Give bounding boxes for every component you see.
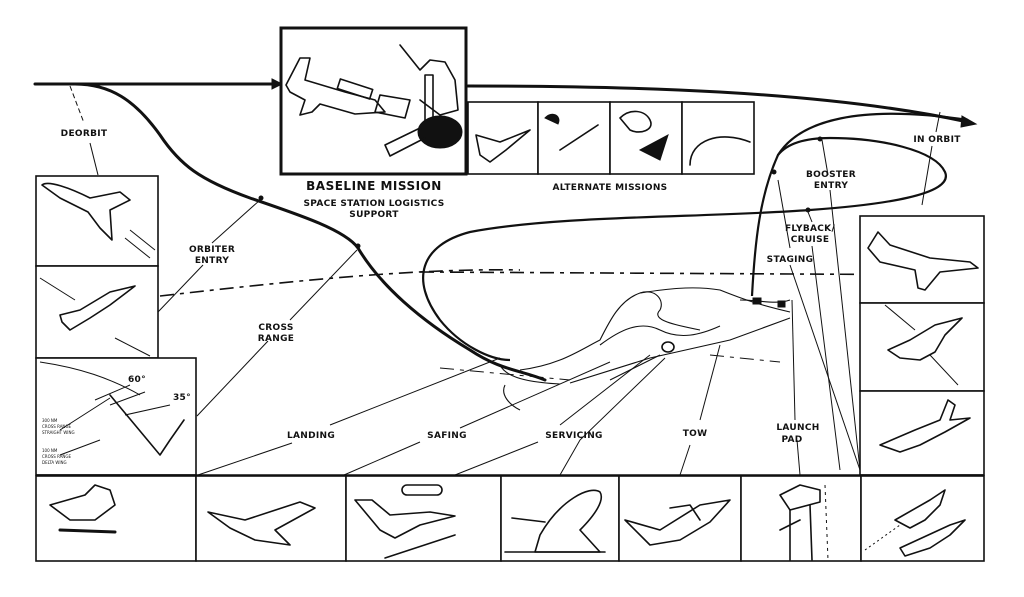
safing-panel bbox=[345, 475, 502, 562]
booster-icon bbox=[887, 317, 963, 361]
landing-panel bbox=[195, 475, 347, 562]
coastline-terrain bbox=[439, 287, 791, 411]
booster-entry-label-2: ENTRY bbox=[814, 181, 848, 191]
flyback-panel bbox=[859, 390, 985, 476]
cross-range-note-upper-1: 300 NM bbox=[42, 418, 58, 423]
cross-range-note-upper-3: STRAIGHT WING bbox=[42, 430, 75, 435]
launch-site-icon bbox=[752, 297, 762, 305]
satellite-icon bbox=[544, 113, 560, 125]
orbiter-entry-label-1: ORBITER bbox=[189, 245, 235, 255]
cross-range-panel bbox=[35, 357, 197, 476]
arrowhead-icon bbox=[960, 115, 978, 128]
vab-building-icon bbox=[661, 341, 675, 353]
orbiter-icon bbox=[894, 489, 946, 529]
cross-range-note-upper-2: CROSS RANGE bbox=[42, 424, 72, 429]
cross-range-marker bbox=[355, 243, 361, 249]
orbiter-entry-marker bbox=[258, 195, 264, 201]
cross-range-note-lower-2: CROSS RANGE bbox=[42, 454, 72, 459]
alternate-mission-panel-3 bbox=[609, 101, 683, 175]
orbiter-icon bbox=[534, 489, 602, 553]
orbit-line-right bbox=[466, 84, 970, 124]
horizon-line-left bbox=[159, 269, 521, 297]
booster-entry-panel bbox=[859, 302, 985, 392]
orbiter-icon bbox=[59, 285, 136, 331]
deorbit-label: DEORBIT bbox=[61, 129, 108, 139]
bottom-panels bbox=[35, 474, 985, 562]
orbiter-icon bbox=[41, 182, 131, 241]
orbiter-icon bbox=[49, 484, 116, 521]
right-panels bbox=[859, 215, 985, 476]
booster-icon bbox=[879, 399, 971, 453]
landing-touchdown-panel bbox=[35, 475, 197, 562]
left-panels: 60° 35° 300 NM CROSS RANGE STRAIGHT WING… bbox=[35, 175, 197, 476]
booster-icon bbox=[899, 519, 966, 557]
in-orbit-label: IN ORBIT bbox=[913, 135, 961, 145]
launch-pad-panel bbox=[740, 475, 862, 562]
leader-lines bbox=[69, 85, 941, 476]
glide-path-icon bbox=[109, 394, 185, 456]
orbiter-docking-icon bbox=[285, 44, 463, 157]
tow-panel bbox=[618, 475, 742, 562]
cross-range-label-1: CROSS bbox=[258, 323, 293, 333]
angle-60-label: 60° bbox=[128, 375, 146, 385]
booster-entry-marker bbox=[817, 136, 823, 142]
baseline-mission-subtitle-2: SUPPORT bbox=[349, 210, 399, 220]
tow-label: TOW bbox=[683, 429, 708, 439]
alternate-missions-title: ALTERNATE MISSIONS bbox=[553, 183, 668, 193]
orbiter-icon bbox=[638, 133, 669, 161]
booster-icon bbox=[867, 231, 979, 291]
baseline-mission-title: BASELINE MISSION bbox=[306, 179, 442, 193]
alternate-mission-panel-1 bbox=[467, 101, 539, 175]
alternate-missions-panels bbox=[467, 101, 755, 175]
reentry-capsule-icon bbox=[689, 136, 751, 166]
deorbit-panel bbox=[35, 175, 159, 267]
booster-flyback-trajectory bbox=[422, 136, 947, 362]
orbiter-entry-panel bbox=[35, 265, 159, 359]
launch-site-icon bbox=[777, 300, 786, 308]
baseline-mission-subtitle-1: SPACE STATION LOGISTICS bbox=[303, 199, 444, 209]
cross-range-note-lower-1: 100 NM bbox=[42, 448, 58, 453]
orbiter-entry-trajectory bbox=[73, 82, 547, 382]
staging-label: STAGING bbox=[767, 255, 814, 265]
cross-range-note-lower-3: DELTA WING bbox=[42, 460, 67, 465]
orbiter-icon bbox=[207, 501, 316, 546]
flyback-cruise-label-2: CRUISE bbox=[791, 235, 830, 245]
servicing-label: SERVICING bbox=[545, 431, 602, 441]
orbiter-icon bbox=[475, 129, 531, 163]
launch-pad-label-2: PAD bbox=[781, 435, 802, 445]
orbiter-icon bbox=[354, 499, 456, 539]
satellite-cluster-icon bbox=[619, 110, 652, 133]
landing-label: LANDING bbox=[287, 431, 335, 441]
arrowhead-icon bbox=[271, 78, 284, 90]
flyback-marker bbox=[805, 207, 811, 213]
launch-tower-icon bbox=[779, 484, 821, 511]
staging-marker bbox=[771, 169, 777, 175]
launch-pad-label-1: LAUNCH bbox=[776, 423, 819, 433]
launch-panel bbox=[860, 475, 985, 562]
payload-boom-icon bbox=[559, 124, 599, 151]
horizon-line-right bbox=[419, 271, 981, 276]
safing-truck-icon bbox=[401, 484, 443, 496]
safing-label: SAFING bbox=[427, 431, 467, 441]
cross-range-label-2: RANGE bbox=[258, 334, 294, 344]
booster-entry-label-1: BOOSTER bbox=[806, 170, 856, 180]
orbiter-entry-label-2: ENTRY bbox=[195, 256, 229, 266]
angle-35-label: 35° bbox=[173, 393, 191, 403]
orbiter-icon bbox=[624, 499, 731, 546]
baseline-mission-panel bbox=[279, 26, 468, 176]
alternate-mission-panel-2 bbox=[537, 101, 611, 175]
flyback-cruise-label-1: FLYBACK/ bbox=[785, 224, 836, 234]
